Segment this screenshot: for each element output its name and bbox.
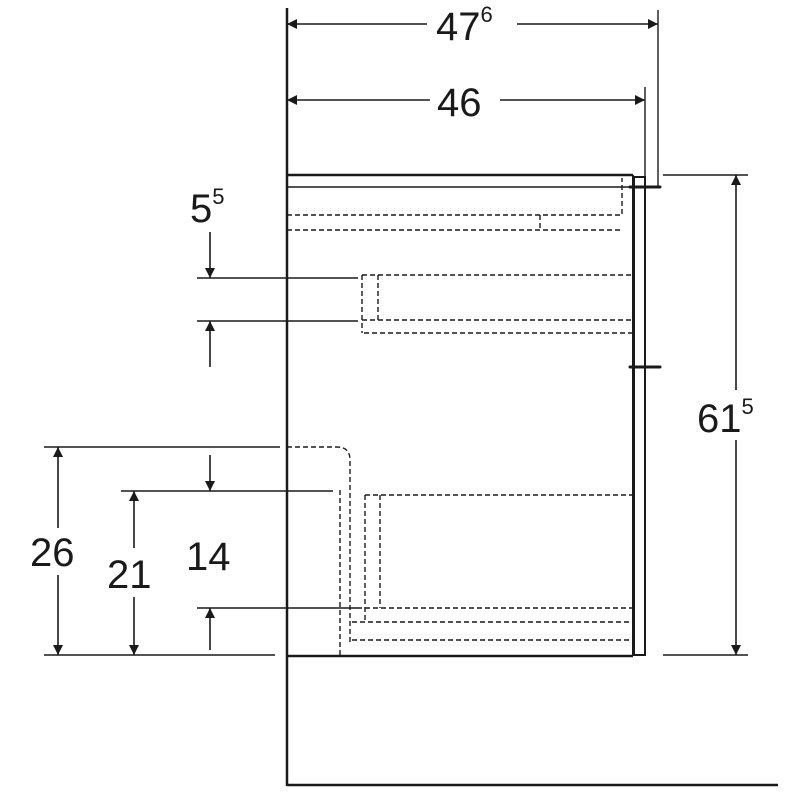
label-drawer-gap-main: 5 [190, 187, 212, 231]
label-height-sup: 5 [742, 394, 754, 419]
dimension-labels: 476 46 615 55 26 21 14 [30, 2, 754, 597]
label-drawer-gap: 55 [190, 184, 225, 231]
top-drawer-outline [287, 178, 623, 231]
label-height: 615 [697, 394, 754, 441]
label-lower-gap: 14 [186, 535, 231, 579]
label-total-depth: 476 [436, 2, 493, 49]
hidden-lines [287, 178, 632, 655]
label-total-depth-sup: 6 [481, 2, 493, 27]
label-drawer-height-main: 21 [107, 553, 152, 597]
lower-drawer-outline [352, 494, 632, 641]
label-total-depth-main: 47 [436, 5, 481, 49]
label-drawer-gap-sup: 5 [212, 184, 224, 209]
extension-lines [44, 10, 748, 656]
label-siphon-height: 26 [30, 531, 75, 575]
siphon-outline [287, 446, 351, 655]
label-siphon-height-main: 26 [30, 531, 75, 575]
label-lower-gap-main: 14 [186, 535, 231, 579]
label-cabinet-depth: 46 [437, 81, 482, 125]
upper-drawer-outline [361, 274, 632, 334]
label-drawer-height: 21 [107, 553, 152, 597]
dimension-lines [53, 19, 741, 655]
front-panel [633, 176, 646, 656]
cabinet-body [287, 173, 662, 658]
label-height-main: 61 [697, 397, 742, 441]
label-cabinet-depth-main: 46 [437, 81, 482, 125]
